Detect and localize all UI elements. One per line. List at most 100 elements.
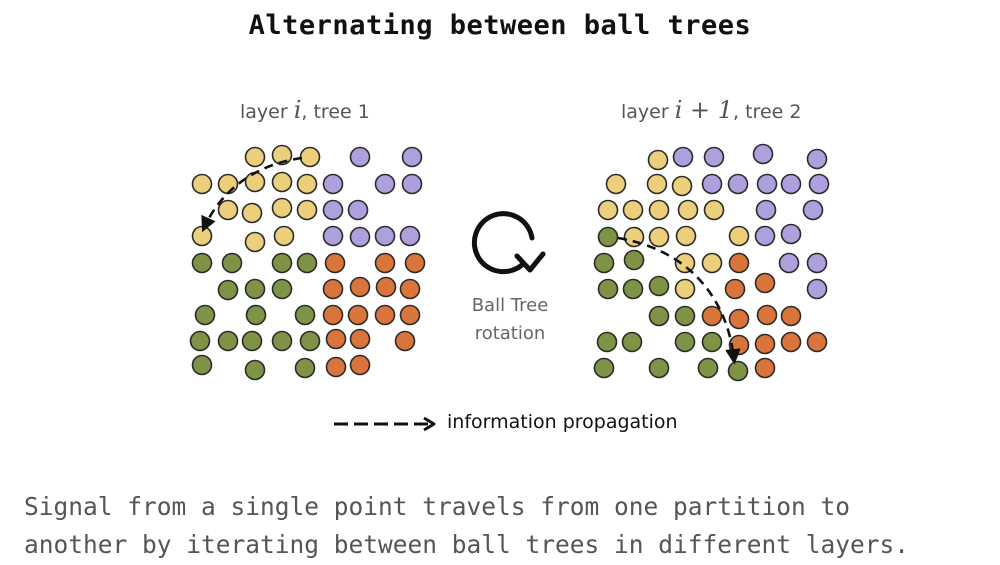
right-point-purple	[752, 143, 774, 165]
left-point-purple	[401, 146, 423, 168]
right-label-prefix: layer	[621, 101, 675, 123]
left-point-orange	[325, 356, 347, 378]
right-point-yellow	[671, 175, 693, 197]
right-point-orange	[806, 331, 828, 353]
right-point-purple	[703, 146, 725, 168]
right-point-green	[593, 357, 615, 379]
left-point-orange	[325, 328, 347, 350]
left-point-purple	[401, 173, 423, 195]
left-point-purple	[374, 225, 396, 247]
right-point-yellow	[674, 278, 696, 300]
left-point-orange	[322, 304, 344, 326]
left-label-prefix: layer	[240, 101, 294, 123]
left-point-green	[271, 278, 293, 300]
right-point-yellow	[647, 149, 669, 171]
left-point-purple	[374, 173, 396, 195]
left-point-green	[271, 252, 293, 274]
right-point-orange	[780, 331, 802, 353]
left-point-yellow	[299, 146, 321, 168]
caption-line2: another by iterating between ball trees …	[24, 530, 910, 559]
right-point-purple	[778, 252, 800, 274]
right-point-yellow	[597, 199, 619, 221]
right-point-purple	[806, 148, 828, 170]
left-point-orange	[399, 304, 421, 326]
left-point-green	[244, 359, 266, 381]
left-point-yellow	[191, 173, 213, 195]
left-point-yellow	[296, 199, 318, 221]
left-point-cloud	[189, 144, 426, 381]
left-point-yellow	[296, 173, 318, 195]
left-point-orange	[399, 278, 421, 300]
right-point-green	[674, 331, 696, 353]
rotation-label: Ball Tree rotation	[440, 292, 580, 348]
right-point-green	[701, 331, 723, 353]
right-point-purple	[808, 173, 830, 195]
right-point-purple	[806, 252, 828, 274]
right-point-orange	[728, 252, 750, 274]
left-point-yellow	[244, 231, 266, 253]
left-panel-label: layer i, tree 1	[240, 96, 370, 124]
right-point-cloud	[593, 143, 830, 382]
right-point-yellow	[605, 173, 627, 195]
left-point-purple	[322, 225, 344, 247]
right-label-math: i + 1	[674, 96, 734, 124]
left-point-green	[271, 330, 293, 352]
right-point-orange	[754, 272, 776, 294]
right-point-orange	[756, 304, 778, 326]
left-point-green	[294, 357, 316, 379]
right-point-purple	[701, 173, 723, 195]
left-point-green	[189, 330, 211, 352]
left-point-orange	[374, 304, 396, 326]
left-label-suffix: , tree 1	[301, 101, 370, 123]
left-point-yellow	[271, 171, 293, 193]
left-point-orange	[347, 304, 369, 326]
left-point-purple	[322, 199, 344, 221]
right-propagation-arrow	[617, 236, 741, 365]
right-point-yellow	[703, 199, 725, 221]
left-point-yellow	[241, 202, 263, 224]
left-point-green	[241, 330, 263, 352]
left-point-yellow	[273, 225, 295, 247]
left-point-purple	[349, 146, 371, 168]
left-point-green	[294, 304, 316, 326]
right-point-green	[593, 252, 615, 274]
right-point-green	[648, 305, 670, 327]
left-point-yellow	[271, 197, 293, 219]
right-point-purple	[754, 225, 776, 247]
right-point-green	[621, 331, 643, 353]
right-point-yellow	[677, 199, 699, 221]
right-point-yellow	[675, 225, 697, 247]
left-point-yellow	[217, 173, 239, 195]
diagram-title: Alternating between ball trees	[248, 10, 752, 41]
left-point-yellow	[244, 171, 266, 193]
right-label-suffix: , tree 2	[733, 101, 802, 123]
right-point-purple	[806, 278, 828, 300]
left-point-green	[221, 252, 243, 274]
left-point-orange	[349, 328, 371, 350]
left-point-yellow	[191, 225, 213, 247]
right-point-green	[597, 278, 619, 300]
right-point-green	[622, 278, 644, 300]
right-point-green	[597, 226, 619, 248]
right-point-orange	[728, 308, 750, 330]
rotate-clockwise-icon	[471, 211, 546, 275]
left-point-green	[299, 330, 321, 352]
dashed-arrow-icon	[334, 416, 436, 432]
left-label-math: i	[293, 96, 302, 124]
right-point-orange	[754, 357, 776, 379]
left-point-green	[191, 354, 213, 376]
left-point-green	[217, 330, 239, 352]
left-point-orange	[374, 252, 396, 274]
right-point-purple	[802, 199, 824, 221]
right-point-orange	[754, 333, 776, 355]
right-point-purple	[755, 199, 777, 221]
left-point-purple	[322, 173, 344, 195]
rotation-label-line2: rotation	[474, 323, 546, 344]
right-point-purple	[780, 223, 802, 245]
left-point-yellow	[244, 146, 266, 168]
left-point-orange	[404, 252, 426, 274]
right-point-yellow	[674, 252, 696, 274]
left-point-orange	[324, 252, 346, 274]
left-point-green	[244, 278, 266, 300]
